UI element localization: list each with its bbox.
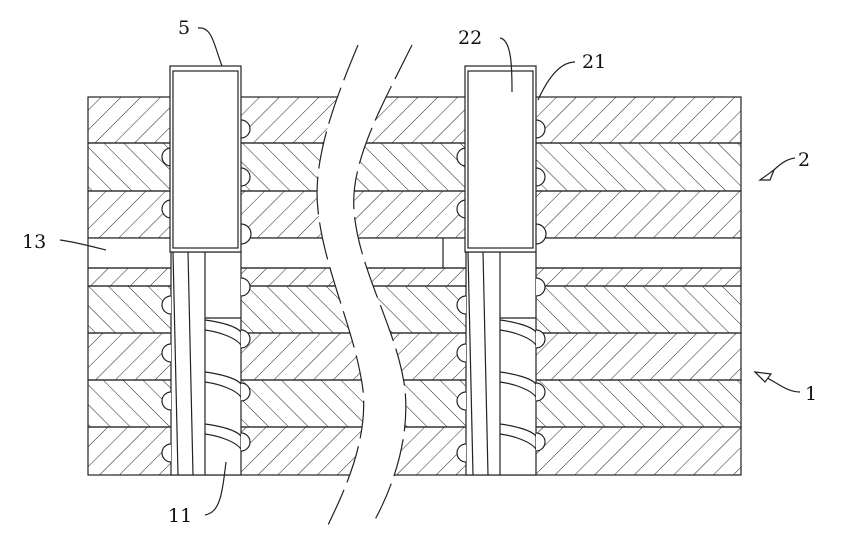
label-2: 2 [798, 149, 810, 171]
pin-cap-body [172, 70, 239, 249]
label-13: 13 [22, 231, 46, 253]
label-5: 5 [178, 17, 190, 39]
pin-assembly-right [456, 65, 547, 476]
label-11: 11 [168, 505, 192, 527]
label-21: 21 [582, 51, 606, 73]
spring-coils [204, 319, 242, 450]
ball-bumps [161, 119, 252, 463]
break-lines [316, 44, 413, 526]
pin-assembly-left [161, 65, 252, 476]
label-22: 22 [458, 27, 482, 49]
label-1: 1 [805, 383, 817, 405]
annotations [59, 27, 801, 516]
